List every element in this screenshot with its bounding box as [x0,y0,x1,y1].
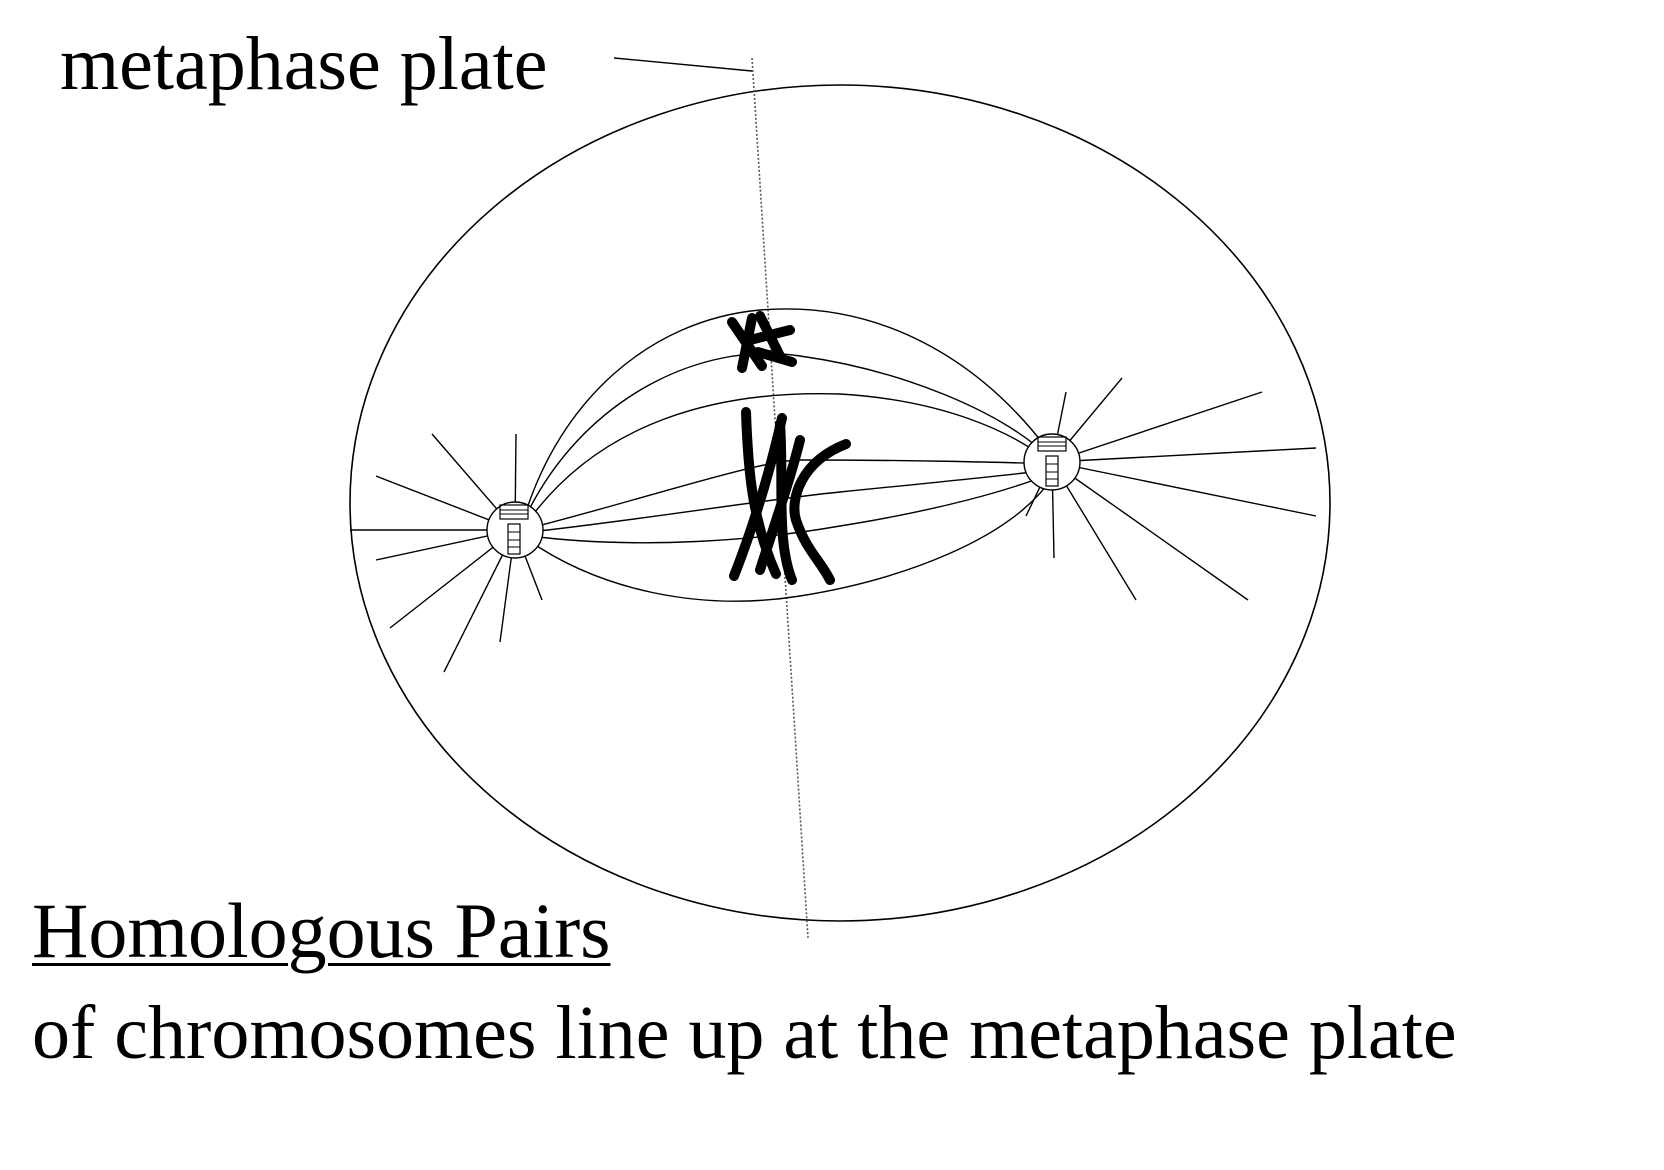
astral-rays-right [1026,378,1316,600]
chromatid [734,418,782,576]
metaphase-plate-label: metaphase plate [60,26,547,102]
homologous-pair-small [732,316,792,368]
caption-heading: Homologous Pairs [32,892,611,970]
label-leader-line [614,58,752,71]
centrosome-left [487,502,543,558]
homologous-pair-large [734,412,846,580]
chromatid [794,444,846,580]
cell-membrane [350,85,1330,921]
centrosome-right [1024,434,1080,490]
caption-body: of chromosomes line up at the metaphase … [32,995,1457,1071]
